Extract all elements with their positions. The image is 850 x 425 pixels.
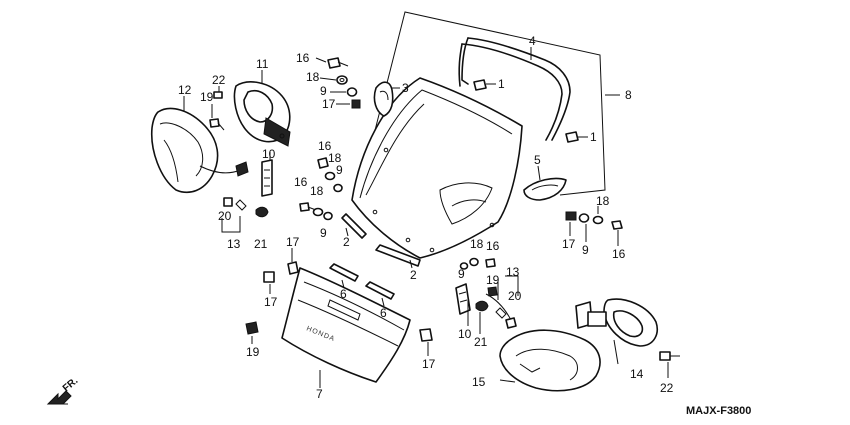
mirror-wiring-left [199,159,273,197]
callout-10b: 10 [458,327,472,341]
air-vent-3 [373,81,394,117]
callout-18e: 18 [596,194,610,208]
callout-19a: 19 [200,90,214,104]
front-label: FR. [61,375,81,394]
callout-16b: 16 [318,139,332,153]
air-vent-5 [523,177,567,201]
diagram-code: MAJX-F3800 [686,405,751,417]
callout-6a: 6 [340,287,347,301]
callout-19c: 19 [486,273,500,287]
callout-16a: 16 [296,51,310,65]
clip-nut-1a [473,79,487,91]
callout-5: 5 [534,153,541,167]
callout-21b: 21 [474,335,488,349]
callout-21a: 21 [254,237,268,251]
callout-17a: 17 [322,97,336,111]
clip-nut-1b [565,131,579,143]
mirror-housing-left-12 [150,107,219,194]
callout-17d: 17 [422,357,436,371]
callout-9a: 9 [320,84,327,98]
callout-13b: 13 [506,265,520,279]
callout-2b: 2 [410,268,417,282]
callout-20b: 20 [508,289,522,303]
strip-6a [329,263,359,282]
front-direction-marker: FR. [46,375,81,405]
callout-20a: 20 [218,209,232,223]
callout-3: 3 [402,81,409,95]
fasteners [209,57,680,361]
callout-22b: 22 [660,381,674,395]
callout-1b: 1 [590,130,597,144]
callout-16c: 16 [294,175,308,189]
strip-2b [375,244,421,267]
callout-1a: 1 [498,77,505,91]
strip-6b [365,281,395,300]
callout-6b: 6 [380,306,387,320]
callout-16d: 16 [486,239,500,253]
callout-18a: 18 [306,70,320,84]
callout-9d: 9 [458,267,465,281]
windscreen [351,77,523,259]
callout-18b: 18 [328,151,342,165]
strip-2a [341,213,367,239]
callout-17e: 17 [562,237,576,251]
mirror-mount-right-14 [575,298,658,347]
mirror-housing-right-15 [499,329,601,392]
callout-13a: 13 [227,237,241,251]
callout-14: 14 [630,367,644,381]
callout-11: 11 [256,57,269,71]
callout-15: 15 [472,375,486,389]
callout-12: 12 [178,83,192,97]
callout-18d: 18 [470,237,484,251]
front-cowl-7: HONDA [281,267,411,383]
callout-19b: 19 [246,345,260,359]
callout-8: 8 [625,88,632,102]
callout-22a: 22 [212,73,226,87]
mirror-mount-left-11 [233,81,291,147]
callout-18c: 18 [310,184,324,198]
callouts: 4 1 1 8 3 5 2 2 6 6 7 11 12 22 19 10 16 … [178,34,674,401]
callout-9b: 9 [336,163,343,177]
callout-9e: 9 [582,243,589,257]
leader-lines [183,47,669,388]
callout-10a: 10 [262,147,276,161]
callout-17b: 17 [286,235,300,249]
callout-17c: 17 [264,295,278,309]
windscreen-seal [458,37,571,141]
kit-boundary-8 [367,11,620,196]
callout-2a: 2 [343,235,350,249]
callout-4: 4 [529,34,536,48]
callout-16e: 16 [612,247,626,261]
callout-7: 7 [316,387,323,401]
callout-9c: 9 [320,226,327,240]
